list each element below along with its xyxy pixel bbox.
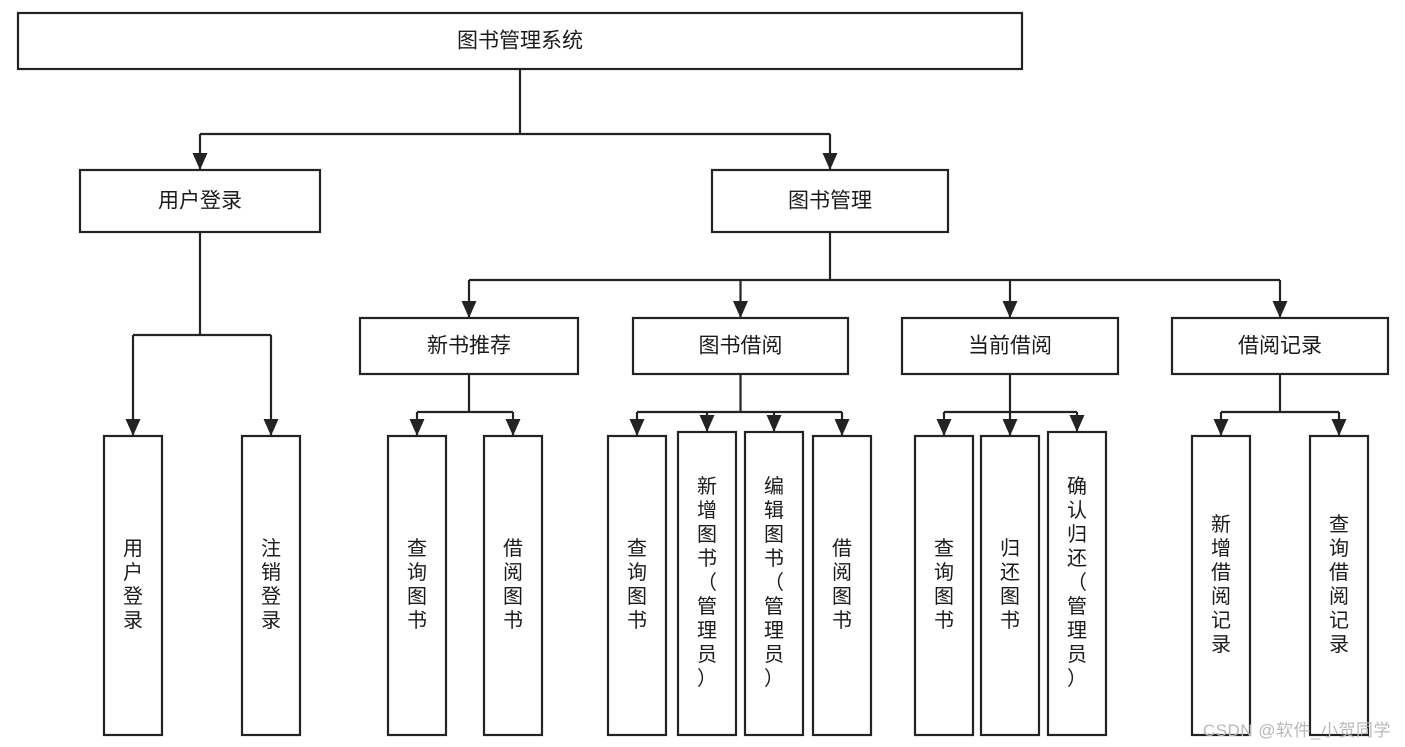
arrow-head [1331,419,1347,436]
node-box [1170,316,1390,376]
node-box [743,430,805,737]
connector-layer [125,69,1347,436]
node-box [1046,430,1108,737]
arrow-head [409,419,425,436]
arrow-head [461,301,477,318]
edge-group-new-book-recommend [409,374,521,436]
arrow-head [822,153,838,170]
node-layer: 图书管理系统用户登录图书管理新书推荐图书借阅当前借阅借阅记录用户登录注销登录查询… [16,11,1390,737]
node-label: 借阅图书 [503,537,523,632]
node-label: 查询图书 [407,537,427,632]
arrow-head [629,419,645,436]
node-user-login[interactable]: 用户登录 [78,168,322,234]
node-label: 当前借阅 [968,335,1052,358]
node-box [240,434,302,737]
edge-group-current-borrow [936,374,1085,436]
node-box [78,168,322,234]
edge-group-user-login [125,232,279,436]
node-box [358,316,580,376]
node-leaf-borrow-book[interactable]: 借阅图书 [811,434,873,737]
node-label: 图书借阅 [699,335,783,358]
node-leaf-add-book-admin[interactable]: 新增图书（管理员） [676,430,738,737]
node-box [900,316,1120,376]
node-new-book-recommend[interactable]: 新书推荐 [358,316,580,376]
node-book-borrow[interactable]: 图书借阅 [631,316,850,376]
node-book-management[interactable]: 图书管理 [710,168,950,234]
node-label: 借阅图书 [832,537,852,632]
node-label: 归还图书 [1000,537,1020,632]
node-label: 新书推荐 [427,335,511,358]
node-label: 用户登录 [158,190,242,213]
node-box [606,434,668,737]
node-box [676,430,738,737]
node-box [710,168,950,234]
node-label: 用户登录 [123,538,143,632]
node-label: 图书管理系统 [457,30,583,53]
edge-group-borrow-record [1213,374,1347,436]
arrow-head [1213,419,1229,436]
arrow-head [1002,419,1018,436]
arrow-head [505,419,521,436]
node-box [1190,434,1252,737]
node-label: 编辑图书（管理员） [764,475,784,690]
node-label: 确认归还（管理员） [1067,475,1087,690]
node-label: 借阅记录 [1238,335,1322,358]
node-leaf-query-borrow-record[interactable]: 查询借阅记录 [1308,434,1370,737]
arrow-head [192,153,208,170]
node-box [1308,434,1370,737]
arrow-head [834,419,850,436]
node-leaf-return-book[interactable]: 归还图书 [979,434,1041,737]
arrow-head [766,415,782,432]
node-leaf-user-login[interactable]: 用户登录 [102,434,164,737]
node-leaf-confirm-return-admin[interactable]: 确认归还（管理员） [1046,430,1108,737]
arrow-head [936,419,952,436]
node-box [482,434,544,737]
node-box [16,11,1024,71]
node-box [811,434,873,737]
edge-group-book-management [461,232,1288,318]
node-leaf-edit-book-admin[interactable]: 编辑图书（管理员） [743,430,805,737]
node-leaf-query-book-current[interactable]: 查询图书 [913,434,975,737]
node-box [102,434,164,737]
node-root[interactable]: 图书管理系统 [16,11,1024,71]
arrow-head [699,415,715,432]
arrow-head [733,301,748,318]
arrow-head [1272,301,1288,318]
arrow-head [1002,301,1018,318]
node-label: 图书管理 [788,190,872,213]
arrow-head [1069,415,1085,432]
node-leaf-logout-login[interactable]: 注销登录 [240,434,302,737]
node-current-borrow[interactable]: 当前借阅 [900,316,1120,376]
node-label: 查询图书 [934,537,954,632]
node-box [386,434,448,737]
node-leaf-add-borrow-record[interactable]: 新增借阅记录 [1190,434,1252,737]
node-box [913,434,975,737]
node-leaf-borrow-book-recommend[interactable]: 借阅图书 [482,434,544,737]
node-box [979,434,1041,737]
edge-group-root [192,69,838,170]
node-leaf-query-book-borrow[interactable]: 查询图书 [606,434,668,737]
node-label: 新增图书（管理员） [697,475,717,690]
node-label: 注销登录 [261,537,281,632]
node-box [631,316,850,376]
edge-group-book-borrow [629,374,850,436]
arrow-head [263,419,279,436]
node-leaf-query-book-recommend[interactable]: 查询图书 [386,434,448,737]
node-borrow-record[interactable]: 借阅记录 [1170,316,1390,376]
arrow-head [125,419,141,436]
node-label: 查询借阅记录 [1329,513,1349,656]
node-label: 查询图书 [627,537,647,632]
node-label: 新增借阅记录 [1211,513,1231,656]
